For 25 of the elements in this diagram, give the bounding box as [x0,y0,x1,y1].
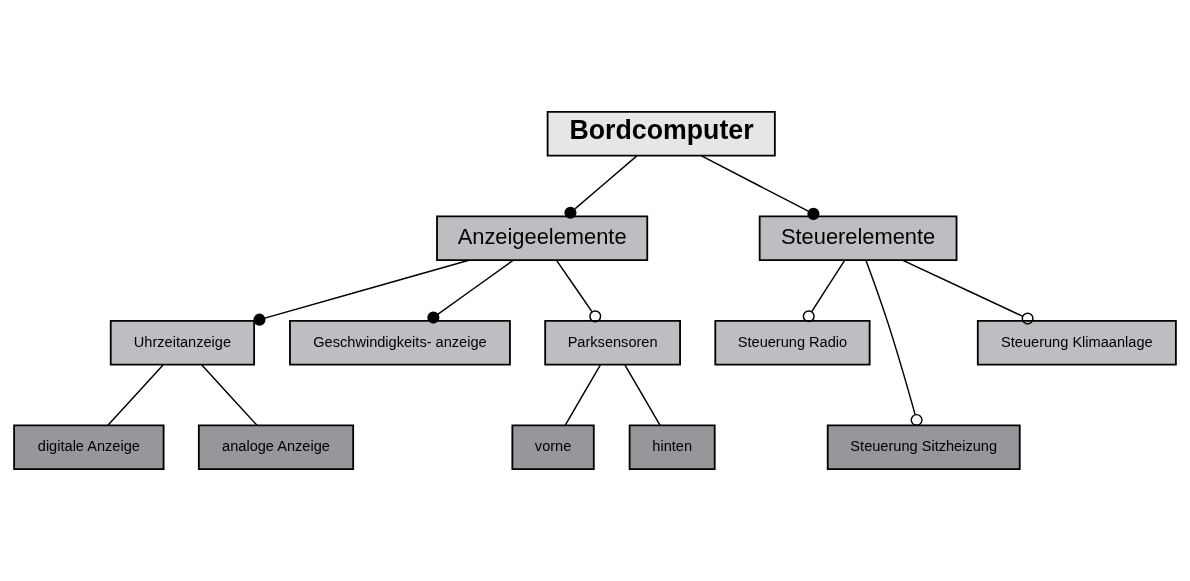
node-box: Uhrzeitanzeige [109,319,256,366]
connector [865,259,923,427]
connector [700,155,820,220]
node-box: Steuerung Klimaanlage [976,319,1177,366]
connector [564,364,601,426]
node-box: Steuerelemente [758,215,958,262]
node-box: Geschwindigkeits- anzeige [289,319,511,366]
node-box: vorne [511,424,595,471]
node-box: Anzeigeelemente [436,215,649,262]
connector [802,259,846,323]
node-box: Parksensoren [544,319,681,366]
connector [902,259,1034,325]
connector [107,364,164,426]
node-box: Bordcomputer [546,110,776,157]
connector [624,364,661,426]
connector [556,259,602,323]
connector [201,364,258,426]
node-box: digitale Anzeige [13,424,165,471]
connector [253,259,470,326]
node-box: Steuerung Sitzheizung [826,424,1021,471]
node-box: Steuerung Radio [714,319,871,366]
node-box: analoge Anzeige [197,424,355,471]
connector [427,259,514,324]
node-box: hinten [628,424,716,471]
connector [564,155,638,219]
